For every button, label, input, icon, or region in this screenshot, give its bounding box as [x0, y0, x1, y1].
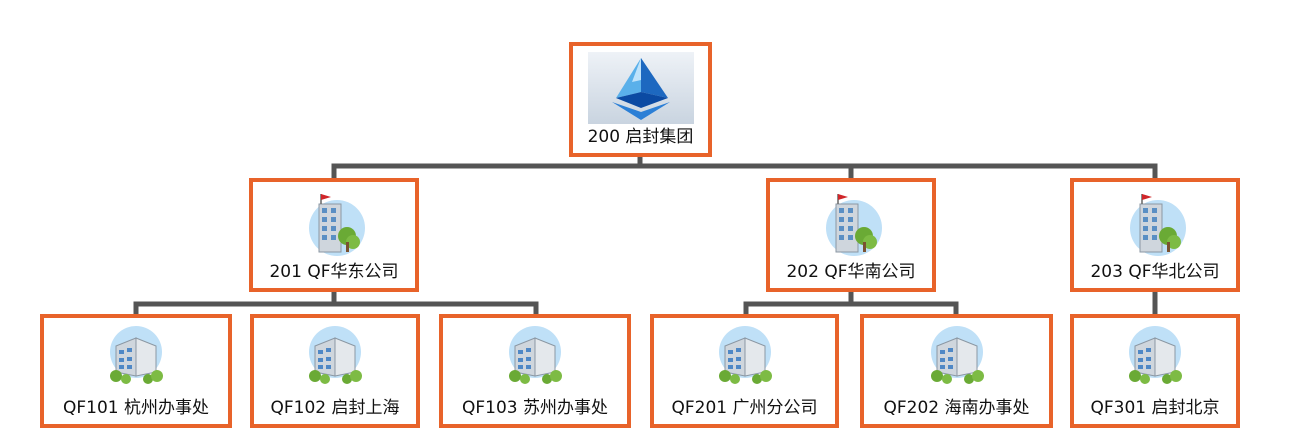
org-node-203[interactable]: 203 QF华北公司 [1070, 178, 1240, 292]
node-label-202: 202 QF华南公司 [786, 262, 916, 282]
org-node-qf103[interactable]: QF103 苏州办事处 [439, 314, 631, 428]
node-label-qf101: QF101 杭州办事处 [62, 398, 209, 418]
node-label-root: 200 启封集团 [587, 127, 694, 147]
office-building-icon [309, 326, 362, 384]
org-node-qf202[interactable]: QF202 海南办事处 [860, 314, 1053, 428]
org-node-qf102[interactable]: QF102 启封上海 [250, 314, 420, 428]
node-label-203: 203 QF华北公司 [1090, 262, 1220, 282]
node-label-qf202: QF202 海南办事处 [883, 398, 1030, 418]
office-building-icon [110, 326, 163, 384]
office-building-icon [930, 326, 984, 384]
org-node-201[interactable]: 201 QF华东公司 [249, 178, 419, 292]
company-building-icon [309, 194, 365, 256]
pyramid-logo-icon [587, 52, 694, 124]
node-label-qf103: QF103 苏州办事处 [461, 398, 608, 418]
node-label-qf201: QF201 广州分公司 [671, 398, 818, 418]
node-label-qf102: QF102 启封上海 [270, 398, 400, 418]
company-building-icon [826, 194, 882, 256]
node-label-qf301: QF301 启封北京 [1090, 398, 1220, 418]
org-node-202[interactable]: 202 QF华南公司 [766, 178, 936, 292]
node-label-201: 201 QF华东公司 [269, 262, 399, 282]
org-node-qf301[interactable]: QF301 启封北京 [1070, 314, 1240, 428]
office-building-icon [718, 326, 772, 384]
org-node-qf101[interactable]: QF101 杭州办事处 [40, 314, 232, 428]
org-node-root[interactable]: 200 启封集团 [569, 42, 712, 157]
org-node-qf201[interactable]: QF201 广州分公司 [650, 314, 839, 428]
company-building-icon [1130, 194, 1186, 256]
office-building-icon [509, 326, 562, 384]
office-building-icon [1129, 326, 1182, 384]
